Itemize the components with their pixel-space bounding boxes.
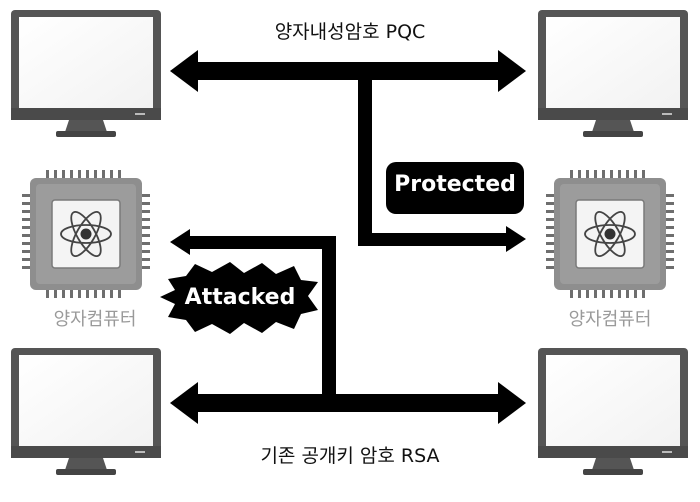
quantum-computer-left-label: 양자컴퓨터: [53, 309, 137, 330]
quantum-chip-right-icon: [545, 169, 675, 299]
pqc-channel-label: 양자내성암호 PQC: [274, 21, 426, 43]
attacked-label: Attacked: [184, 285, 296, 310]
attacked-branch-arrow: [170, 229, 336, 398]
attacked-badge: [160, 262, 318, 334]
rsa-channel-arrow: [170, 382, 526, 424]
protected-label: Protected: [394, 172, 516, 197]
protected-badge: [386, 162, 524, 214]
pqc-channel-arrow: [170, 50, 526, 92]
protected-branch-arrow: [358, 76, 526, 252]
quantum-computer-right-label: 양자컴퓨터: [568, 309, 652, 330]
quantum-chip-left-icon: [21, 169, 151, 299]
rsa-channel-label: 기존 공개키 암호 RSA: [260, 445, 440, 467]
